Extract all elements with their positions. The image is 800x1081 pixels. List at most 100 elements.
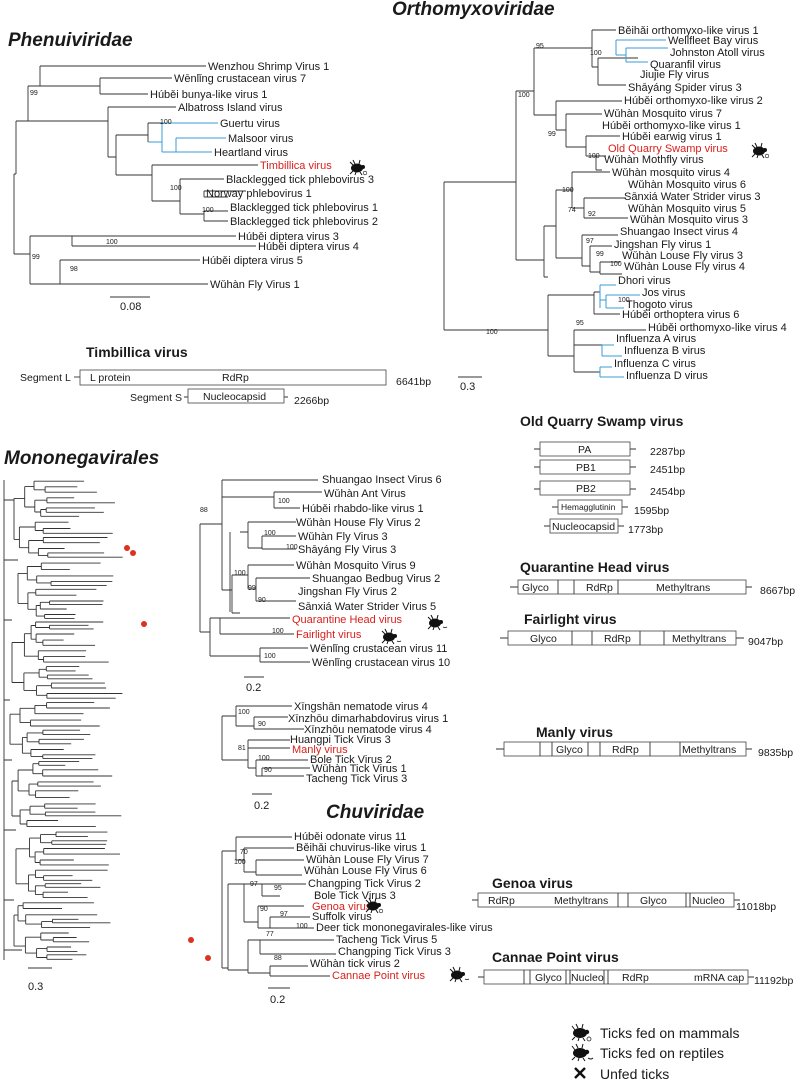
chu-taxa: Húběi odonate virus 11 Běihǎi chuvirus-l… <box>294 831 493 982</box>
taxon-label-highlighted: Cannae Point virus <box>332 970 425 982</box>
gene-label: RdRp <box>612 744 639 756</box>
taxon-label: Albatross Island virus <box>178 102 283 114</box>
taxon-label: Jingshan Fly Virus 2 <box>298 586 397 598</box>
gene-box <box>79 369 387 386</box>
taxon-label: Wēnlǐng crustacean virus 7 <box>174 73 306 85</box>
bootstrap-label: 100 <box>234 570 246 577</box>
gene-divider <box>617 893 691 907</box>
taxon-label-highlighted: Fairlight virus <box>296 629 362 641</box>
genome-title: Timbillica virus <box>86 344 188 360</box>
taxon-label: Tacheng Tick Virus 3 <box>306 773 407 785</box>
legend-label: Ticks fed on reptiles <box>600 1045 724 1061</box>
taxon-label: Influenza A virus <box>616 333 697 345</box>
taxon-label: Xīnzhōu dimarhabdovirus virus 1 <box>288 713 448 725</box>
gene-label: L protein <box>90 372 131 384</box>
bootstrap-label: 100 <box>618 297 630 304</box>
taxon-label: Wǔhàn Mosquito virus 7 <box>604 108 722 120</box>
bootstrap-label: 100 <box>610 261 622 268</box>
taxon-label: Húběi orthomyxo-like virus 1 <box>602 120 741 132</box>
taxon-label: Blacklegged tick phlebovirus 2 <box>230 216 378 228</box>
taxon-label: Shuangao Insect Virus 6 <box>322 474 442 486</box>
legend-label: Unfed ticks <box>600 1066 669 1081</box>
taxon-label: Húběi earwig virus 1 <box>622 131 722 143</box>
taxon-label: Xīngshān nematode virus 4 <box>294 701 428 713</box>
taxon-label: Influenza B virus <box>624 345 706 357</box>
mono-sub2-bootstraps: 100 90 81 100 90 <box>238 709 272 774</box>
tick-mammal-icon <box>349 159 368 176</box>
gene-label: Methyltrans <box>554 895 608 907</box>
segment-name: PB1 <box>576 462 596 474</box>
taxon-label: Tacheng Tick Virus 5 <box>336 934 437 946</box>
genome-box <box>507 630 737 646</box>
mono-sub2-taxa: Xīngshān nematode virus 4 Xīnzhōu dimarh… <box>288 701 448 785</box>
taxon-label: Húběi orthomyxo-like virus 2 <box>624 95 763 107</box>
genome-title: Cannae Point virus <box>492 949 619 965</box>
bootstrap-label: 97 <box>280 911 288 918</box>
mono-sub1-bootstraps: 88 100 100 100 100 99 90 100 100 <box>200 498 298 660</box>
taxon-label: Thogoto virus <box>626 299 693 311</box>
highlight-marker <box>205 955 211 961</box>
bootstrap-label: 100 <box>588 153 600 160</box>
bootstrap-label: 100 <box>562 187 574 194</box>
taxon-label: Wǔhàn tick virus 2 <box>310 958 400 970</box>
timbillica-genome: Timbillica virus Segment L L protein RdR… <box>20 344 431 407</box>
genome-title: Manly virus <box>536 724 613 740</box>
highlight-marker <box>188 937 194 943</box>
taxon-label: Heartland virus <box>214 147 288 159</box>
mono-sub2-branches <box>221 705 310 777</box>
segment-label: Segment L <box>20 372 71 384</box>
taxon-label: Bole Tick Virus 2 <box>310 754 392 766</box>
phenui-branches <box>13 65 258 285</box>
bootstrap-label: 74 <box>568 207 576 214</box>
taxon-label: Wēnlǐng crustacean virus 10 <box>312 657 450 669</box>
highlight-marker <box>141 621 147 627</box>
bootstrap-label: 77 <box>266 931 274 938</box>
tick-reptile-icon <box>571 1043 594 1062</box>
taxon-label: Jos virus <box>642 287 686 299</box>
highlight-marker <box>124 545 130 551</box>
bootstrap-label: 97 <box>586 238 594 245</box>
bootstrap-label: 98 <box>70 266 78 273</box>
taxon-label: Shuangao Insect virus 4 <box>620 226 738 238</box>
bootstrap-label: 90 <box>264 767 272 774</box>
taxon-label: Jingshan Fly virus 1 <box>614 239 711 251</box>
bootstrap-label: 100 <box>234 859 246 866</box>
taxon-label: Shāyáng Fly Virus 3 <box>298 544 396 556</box>
chu-bootstraps: 70 100 97 95 90 97 100 77 88 <box>234 849 308 962</box>
tick-reptile-icon <box>427 614 448 631</box>
bootstrap-label: 100 <box>202 207 214 214</box>
segment-box <box>539 459 631 475</box>
bootstrap-label: 100 <box>590 50 602 57</box>
quarantine-genome: Quarantine Head virus Glyco RdRp Methylt… <box>510 559 795 597</box>
gene-box <box>187 388 285 404</box>
tick-reptile-icon <box>381 628 402 645</box>
phenuiviridae-panel: Phenuiviridae 99 100 100 100 100 99 98 W… <box>8 30 378 313</box>
segment-lines <box>534 448 636 527</box>
tick-mammal-icon <box>365 897 384 914</box>
bootstrap-label: 90 <box>258 597 266 604</box>
taxon-label: Húběi diptera virus 5 <box>202 255 303 267</box>
taxon-label: Wǔhàn Mosquito virus 3 <box>630 214 748 226</box>
bootstrap-label: 90 <box>258 721 266 728</box>
bootstrap-label: 90 <box>260 906 268 913</box>
taxon-label: Influenza D virus <box>626 370 708 382</box>
fairlight-genome: Fairlight virus Glyco RdRp Methyltrans 9… <box>500 611 783 648</box>
tick-reptile-icon <box>449 966 470 983</box>
genome-title: Genoa virus <box>492 875 573 891</box>
phenuiviridae-title: Phenuiviridae <box>8 30 133 51</box>
segment-length: 2454bp <box>650 486 685 498</box>
taxon-label: Blacklegged tick phlebovirus 3 <box>226 174 374 186</box>
highlight-marker <box>130 550 136 556</box>
taxon-label: Influenza C virus <box>614 358 696 370</box>
taxon-label: Wǔhàn Mosquito virus 5 <box>628 203 746 215</box>
taxon-label: Běihǎi chuvirus-like virus 1 <box>296 842 426 854</box>
taxon-label: Sānxiá Water Strider Virus 5 <box>298 601 436 613</box>
gene-divider <box>557 580 619 594</box>
gene-label: Glyco <box>640 895 667 907</box>
segment-length: 1595bp <box>634 505 669 517</box>
bootstrap-label: 100 <box>160 119 172 126</box>
taxon-label: Běihǎi orthomyxo-like virus 1 <box>618 25 759 37</box>
taxon-label: Wǔhàn Fly Virus 1 <box>210 279 300 291</box>
segment-box <box>557 499 623 515</box>
